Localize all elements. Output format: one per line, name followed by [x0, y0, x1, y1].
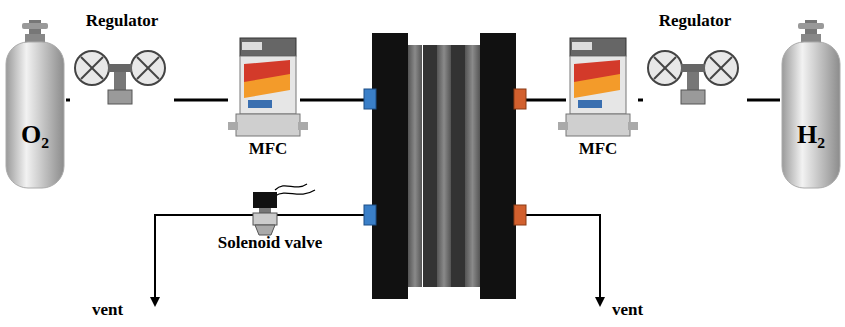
gas-pipe — [747, 99, 780, 102]
vent-label: vent — [612, 300, 643, 320]
component-node: H₂ — [780, 20, 842, 190]
gas-pipe — [174, 99, 228, 102]
component-label: H₂ — [750, 120, 845, 150]
vent-pipe — [525, 215, 600, 305]
component-node: Regulator — [643, 6, 747, 110]
vent-label: vent — [92, 300, 123, 320]
pipe — [300, 99, 368, 102]
component-label: Regulator — [613, 10, 777, 31]
component-label: Solenoid valve — [165, 232, 375, 253]
component-node: MFC — [228, 34, 308, 150]
component-label: O₂ — [0, 120, 96, 150]
component-label: MFC — [528, 138, 668, 159]
vent-pipe — [155, 215, 368, 305]
component-node: O₂ — [4, 20, 66, 190]
component-node: Regulator — [70, 6, 174, 110]
component-node: MFC — [558, 34, 638, 150]
pipe — [525, 99, 566, 102]
component-label: MFC — [198, 138, 338, 159]
gas-pipe — [66, 99, 70, 102]
gas-pipe — [638, 99, 643, 102]
gas-cylinder — [780, 20, 842, 190]
fuel-cell-stack — [364, 33, 526, 299]
component-node: Solenoid valve — [195, 180, 345, 260]
component-label: Regulator — [40, 10, 204, 31]
gas-cylinder — [4, 20, 66, 190]
